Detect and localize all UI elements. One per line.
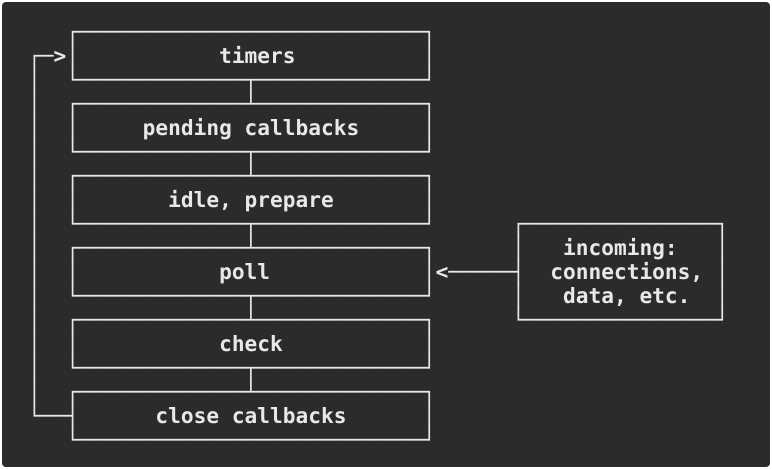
event-loop-ascii-diagram: ┌───────────────────────────┐ ┌─>│ timer… [28, 19, 729, 452]
